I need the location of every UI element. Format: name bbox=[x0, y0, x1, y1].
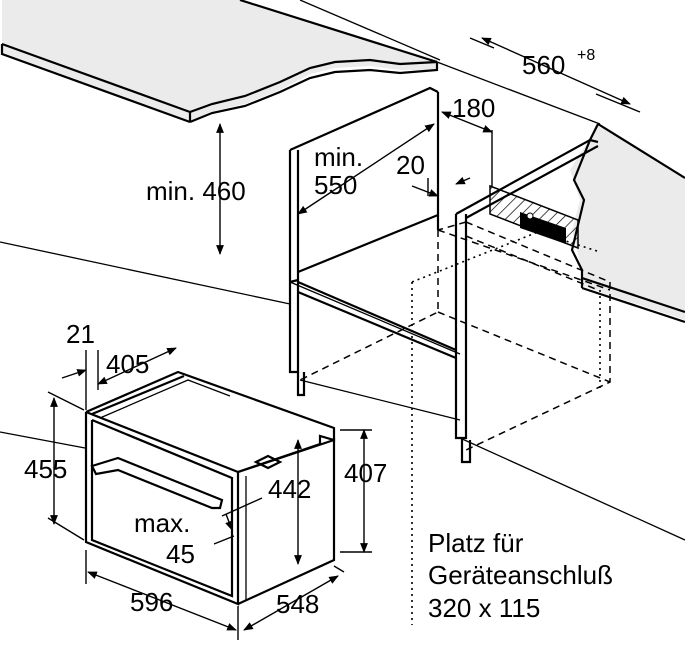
socket-zone bbox=[489, 184, 579, 250]
label-cabinet-height-min: min. 460 bbox=[146, 176, 246, 206]
label-connection-line2: Geräteanschluß bbox=[428, 560, 613, 590]
label-rear-gap: 180 bbox=[452, 93, 495, 123]
label-width: 596 bbox=[130, 587, 173, 617]
label-depth: 548 bbox=[276, 589, 319, 619]
cabinet-left-side bbox=[288, 86, 457, 397]
label-connection-line3: 320 x 115 bbox=[428, 593, 540, 623]
label-body-height: 407 bbox=[344, 458, 387, 488]
label-top-depth: 405 bbox=[106, 349, 149, 379]
label-side-gap: 20 bbox=[396, 150, 425, 180]
label-inner-height: 442 bbox=[268, 474, 311, 504]
label-max-value: 45 bbox=[166, 539, 195, 569]
label-max: max. bbox=[134, 508, 190, 538]
countertop-right bbox=[570, 123, 685, 324]
label-cabinet-depth-min-line1: min. bbox=[314, 142, 363, 172]
label-cabinet-depth-min-line2: 550 bbox=[314, 170, 357, 200]
label-front-height: 455 bbox=[24, 454, 67, 484]
countertop-left bbox=[0, 0, 439, 124]
connection-area bbox=[411, 231, 601, 625]
label-niche-width-tolerance: +8 bbox=[577, 47, 595, 64]
label-niche-width: 560 bbox=[522, 50, 565, 80]
label-front-offset: 21 bbox=[66, 319, 95, 349]
room-lines bbox=[0, 0, 685, 541]
label-connection-line1: Platz für bbox=[428, 528, 524, 558]
niche-dashed-outline bbox=[299, 221, 611, 451]
dimension-lines bbox=[47, 37, 641, 640]
